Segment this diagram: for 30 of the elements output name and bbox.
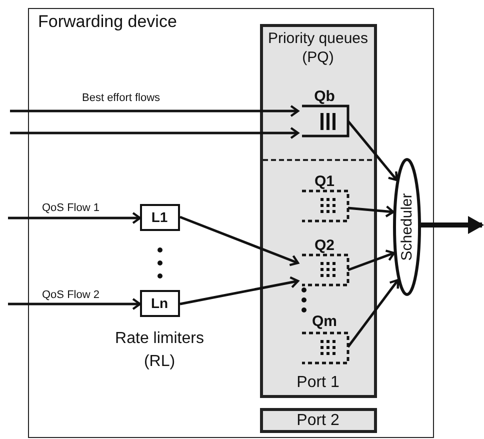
arrow [348, 250, 396, 272]
rate-limiter-label: L1 [150, 208, 169, 224]
device-title: Forwarding device [38, 12, 177, 32]
arrow [8, 298, 142, 310]
device-frame [28, 8, 434, 438]
queue-label: Qm [310, 312, 338, 330]
queue-label: Qb [313, 88, 336, 104]
arrow [347, 120, 398, 182]
node-label: Rate limiters (RL) [114, 328, 205, 372]
edge-label: QoS Flow 1 [42, 202, 100, 214]
arrow [180, 276, 300, 306]
port-panel [260, 24, 376, 398]
scheduler-label: Scheduler [398, 192, 415, 260]
rate-limiter-box [140, 204, 180, 230]
queue-label: Q1 [313, 172, 336, 190]
port-box [260, 408, 376, 432]
queue-label: Q2 [313, 236, 336, 254]
arrow [8, 212, 142, 224]
panel-heading: Priority queues (PQ) [266, 28, 370, 66]
arrow [347, 278, 400, 348]
arrow [180, 216, 300, 266]
rate-limiter-label: Ln [150, 294, 170, 310]
arrow [10, 104, 300, 118]
port-label: Port 2 [296, 412, 340, 430]
panel-label: Port 1 [296, 374, 340, 392]
edge-label: QoS Flow 2 [42, 289, 100, 301]
arrow [10, 126, 300, 140]
arrow [421, 216, 484, 234]
arrow [348, 205, 394, 218]
edge-label: Best effort flows [82, 92, 160, 104]
